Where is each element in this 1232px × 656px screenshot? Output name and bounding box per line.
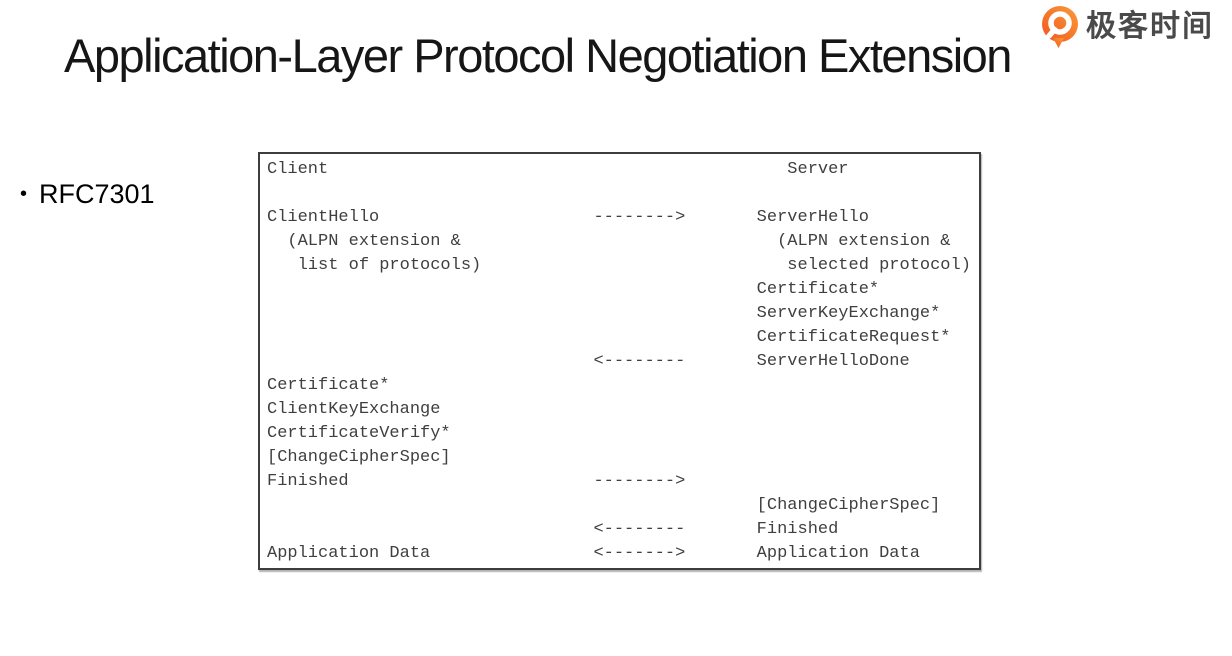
geektime-q-icon (1042, 6, 1078, 48)
geektime-logo: 极客时间 (1040, 5, 1214, 49)
bullet-item-rfc7301: • RFC7301 (20, 179, 155, 209)
alpn-handshake-diagram: Client Server ClientHello --------> Serv… (258, 152, 981, 570)
slide-title: Application-Layer Protocol Negotiation E… (64, 29, 1012, 82)
bullet-label: RFC7301 (39, 179, 155, 209)
geektime-logo-text: 极客时间 (1086, 10, 1214, 43)
bullet-marker: • (20, 183, 28, 205)
